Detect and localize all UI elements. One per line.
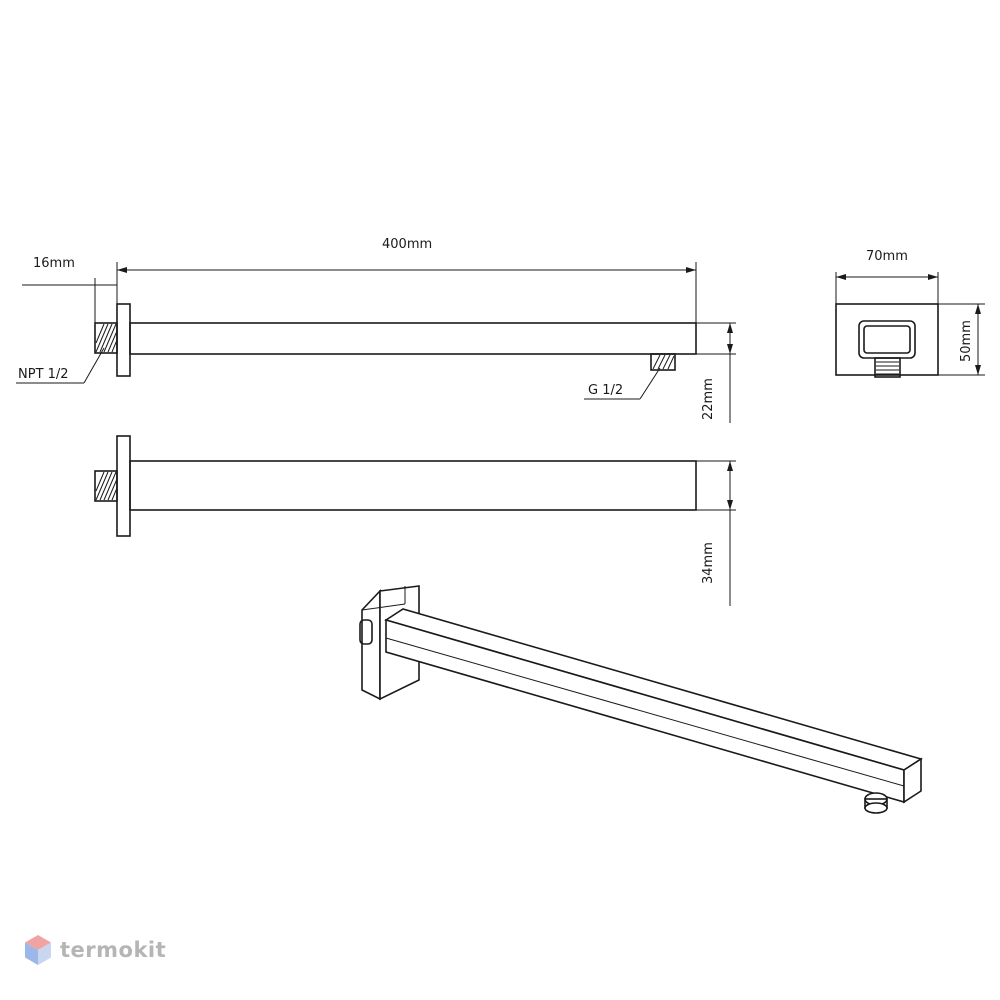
dimension-arm-height-side: 34mm	[701, 461, 733, 606]
side-view-arm	[129, 460, 697, 511]
top-view-flange	[116, 303, 131, 377]
top-view	[94, 303, 736, 377]
front-view	[835, 293, 939, 378]
isometric-view	[359, 585, 923, 814]
iso-thread	[359, 619, 373, 645]
dimension-flange-height: 50mm	[938, 303, 985, 376]
watermark: termokit	[24, 934, 166, 966]
hexagon-cube-icon	[25, 935, 51, 965]
front-view-flange	[835, 303, 939, 376]
dimension-flange-depth: 16mm	[22, 256, 118, 323]
side-view	[94, 435, 736, 537]
top-view-arm	[129, 322, 697, 355]
watermark-text: termokit	[60, 938, 167, 962]
dimension-arm-height-top: 22mm	[701, 323, 733, 423]
top-view-thread-hatch	[95, 323, 118, 353]
label-22mm: 22mm	[701, 378, 716, 420]
top-view-outlet	[650, 353, 676, 371]
side-view-flange	[116, 435, 131, 537]
iso-arm-top	[384, 608, 923, 771]
dimension-flange-width: 70mm	[835, 249, 939, 293]
dimension-arm-length: 400mm	[116, 237, 697, 323]
label-70mm: 70mm	[866, 249, 908, 264]
label-50mm: 50mm	[959, 320, 974, 362]
callout-g: G 1/2	[584, 367, 661, 400]
label-34mm: 34mm	[701, 542, 716, 584]
callout-npt: NPT 1/2	[16, 347, 105, 384]
label-400mm: 400mm	[382, 237, 432, 252]
iso-arm-front	[385, 618, 905, 804]
label-npt: NPT 1/2	[18, 367, 69, 382]
top-view-thread	[94, 322, 118, 354]
front-view-outlet	[874, 357, 901, 378]
side-view-thread	[94, 470, 118, 502]
label-16mm: 16mm	[33, 256, 75, 271]
label-g: G 1/2	[588, 383, 623, 398]
iso-arm-end	[903, 757, 922, 804]
iso-flange-side	[361, 588, 381, 701]
